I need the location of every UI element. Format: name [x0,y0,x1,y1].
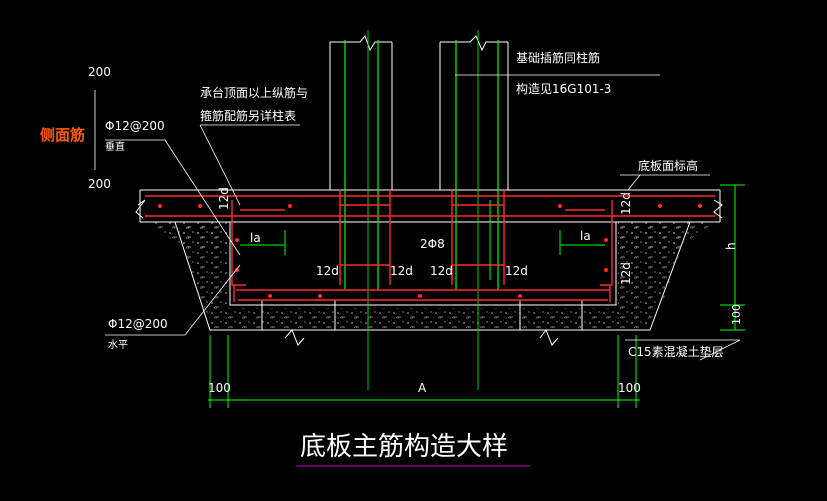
dimension-lines [208,184,745,408]
note-cap-top-1: 承台顶面以上纵筋与 [200,85,308,100]
label-12d-left-top: 12d [217,187,231,210]
side-rebar-spec: Φ12@200 [105,119,165,133]
label-12d-3: 12d [430,264,453,278]
label-12d-right-side: 12d [619,262,633,285]
label-12d-1: 12d [316,264,339,278]
drawing-title: 底板主筋构造大样 [300,432,508,462]
label-la-right: la [580,229,591,243]
label-la-left: la [250,231,261,245]
horiz-rebar-spec: Φ12@200 [108,317,168,331]
tie-label: 2Φ8 [420,237,445,251]
side-dim-bottom: 200 [88,177,111,191]
concrete-hatch [145,222,715,328]
dim-right-100: 100 [618,381,641,395]
slab-rebar-red [145,190,715,302]
dim-h: h [724,242,738,250]
note-column-rebar: 基础插筋同柱筋 [516,50,600,65]
dim-100-vertical: 100 [730,304,743,325]
note-column-ref: 构造见16G101-3 [516,81,611,96]
side-rebar-orient: 垂直 [105,140,125,153]
note-slab-elev: 底板面标高 [638,158,698,173]
side-dim-top: 200 [88,65,111,79]
note-cushion: C15素混凝土垫层 [628,344,724,359]
label-12d-right-top: 12d [619,192,633,215]
label-12d-2: 12d [390,264,413,278]
column-rebar-green [344,30,499,390]
note-cap-top-2: 箍筋配筋另详柱表 [200,108,296,123]
rebar-dots [158,204,702,298]
leader-lines [94,74,741,361]
dim-A: A [418,381,427,395]
side-rebar-label: 侧面筋 [40,126,85,144]
dim-left-100: 100 [208,381,231,395]
horiz-rebar-orient: 水平 [108,339,128,351]
label-12d-4: 12d [505,264,528,278]
